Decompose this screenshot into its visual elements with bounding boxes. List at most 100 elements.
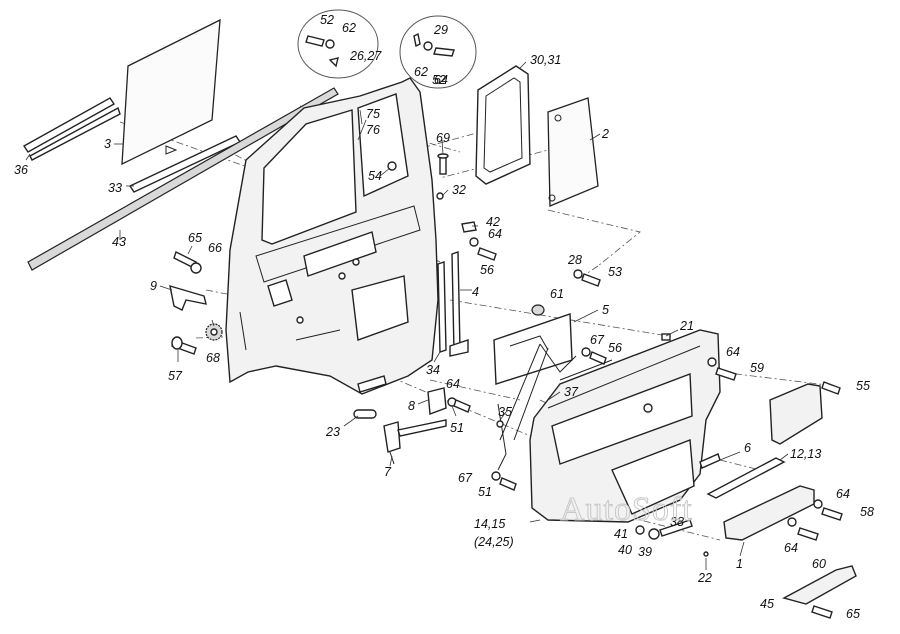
glass-guide-rail-part-4 bbox=[437, 251, 469, 357]
label-62-left: 62 bbox=[342, 21, 356, 35]
seal-strip-part-36 bbox=[22, 97, 121, 161]
door-shell bbox=[225, 77, 439, 395]
label-58: 58 bbox=[860, 505, 874, 519]
door-glass-part-3 bbox=[121, 18, 221, 166]
label-9: 9 bbox=[150, 279, 157, 293]
label-64-right: 64 bbox=[836, 487, 850, 501]
washer-part-64-mid bbox=[707, 357, 717, 367]
leader-lines bbox=[25, 61, 841, 570]
label-32: 32 bbox=[452, 183, 466, 197]
vent-frame-part-30-31 bbox=[475, 65, 531, 185]
label-67-lower: 67 bbox=[458, 471, 473, 485]
long-seal-part-43 bbox=[27, 87, 339, 271]
label-53: 53 bbox=[608, 265, 622, 279]
label-68: 68 bbox=[206, 351, 220, 365]
label-59: 59 bbox=[750, 361, 764, 375]
label-4: 4 bbox=[472, 285, 479, 299]
label-61: 61 bbox=[550, 287, 564, 301]
label-56-upper: 56 bbox=[480, 263, 494, 277]
bracket-part-8 bbox=[427, 387, 471, 415]
label-36: 36 bbox=[14, 163, 28, 177]
label-6: 6 bbox=[744, 441, 751, 455]
label-51-lower: 51 bbox=[478, 485, 492, 499]
bolt-part-51-lower bbox=[491, 471, 517, 491]
armrest-strip-part-12-13 bbox=[706, 457, 786, 499]
label-62-right: 62 bbox=[414, 65, 428, 79]
label-29: 29 bbox=[433, 23, 448, 37]
plug-part-21 bbox=[661, 333, 671, 341]
bolt-part-65-left bbox=[173, 251, 202, 274]
bolt-part-58 bbox=[821, 507, 843, 521]
label-35: 35 bbox=[498, 405, 512, 419]
gear-part-68 bbox=[205, 323, 223, 341]
label-37: 37 bbox=[564, 385, 579, 399]
label-64-lower: 64 bbox=[784, 541, 798, 555]
inner-trim-panel-part-14-15 bbox=[529, 329, 721, 523]
label-75: 75 bbox=[366, 107, 380, 121]
label-22: 22 bbox=[697, 571, 712, 585]
inner-handle-part-38-41 bbox=[635, 519, 709, 557]
bolt-part-57 bbox=[171, 336, 197, 355]
washer-part-64-lower bbox=[787, 517, 797, 527]
label-51-left: 51 bbox=[450, 421, 464, 435]
label-76: 76 bbox=[366, 123, 380, 137]
label-42: 42 bbox=[486, 215, 500, 229]
lock-part-7 bbox=[383, 419, 447, 465]
label-60: 60 bbox=[812, 557, 826, 571]
label-65-left: 65 bbox=[188, 231, 202, 245]
label-67-upper: 67 bbox=[590, 333, 605, 347]
label-64-callout: 64 bbox=[434, 73, 448, 87]
label-52-left: 52 bbox=[320, 13, 334, 27]
label-34: 34 bbox=[426, 363, 440, 377]
label-3: 3 bbox=[104, 137, 111, 151]
rod-part-23 bbox=[353, 409, 377, 419]
callout-circle-left bbox=[297, 9, 379, 79]
label-1: 1 bbox=[736, 557, 743, 571]
label-56-mid: 56 bbox=[608, 341, 622, 355]
bolt-part-59 bbox=[715, 367, 737, 381]
label-14-15: 14,15 bbox=[474, 517, 505, 531]
bolt-part-67-upper bbox=[581, 347, 607, 365]
bolt-part-56-upper bbox=[477, 247, 497, 261]
label-8: 8 bbox=[408, 399, 415, 413]
vent-glass-part-2 bbox=[547, 97, 599, 207]
lever-part-6 bbox=[699, 453, 721, 469]
callout-circle-right bbox=[399, 15, 477, 89]
label-57: 57 bbox=[168, 369, 183, 383]
washer-part-64-upper bbox=[469, 237, 479, 247]
label-7: 7 bbox=[384, 465, 392, 479]
clip-part-42 bbox=[461, 221, 477, 233]
label-64-upper: 64 bbox=[488, 227, 502, 241]
label-38: 38 bbox=[670, 515, 684, 529]
label-12-13: 12,13 bbox=[790, 447, 821, 461]
label-26-27: 26,27 bbox=[349, 49, 382, 63]
label-24-25: (24,25) bbox=[474, 535, 514, 549]
label-52-right: 52 bbox=[432, 73, 446, 87]
label-33: 33 bbox=[108, 181, 122, 195]
label-66: 66 bbox=[208, 241, 222, 255]
label-64-mid: 64 bbox=[726, 345, 740, 359]
rod-part-35 bbox=[496, 403, 507, 471]
pull-handle-part-45 bbox=[782, 565, 857, 605]
label-69: 69 bbox=[436, 131, 450, 145]
label-28: 28 bbox=[567, 253, 582, 267]
label-40: 40 bbox=[618, 543, 632, 557]
handle-part-9 bbox=[169, 285, 207, 311]
watermark: AutoSoft bbox=[560, 491, 693, 528]
washer-part-64-lower-right bbox=[813, 499, 823, 509]
label-41: 41 bbox=[614, 527, 628, 541]
label-45: 45 bbox=[760, 597, 774, 611]
label-39: 39 bbox=[638, 545, 652, 559]
label-30-31: 30,31 bbox=[530, 53, 561, 67]
label-2: 2 bbox=[601, 127, 609, 141]
bolt-part-53 bbox=[573, 269, 601, 287]
bolt-part-65-lower bbox=[811, 605, 833, 619]
label-23: 23 bbox=[325, 425, 340, 439]
label-64-left: 64 bbox=[446, 377, 460, 391]
label-5: 5 bbox=[602, 303, 609, 317]
label-54: 54 bbox=[368, 169, 382, 183]
plug-part-32 bbox=[436, 192, 444, 200]
bolt-part-60 bbox=[797, 527, 819, 541]
part-labels: 1 2 3 4 5 6 7 8 9 12,13 14,15 (24,25) 21… bbox=[14, 13, 874, 621]
